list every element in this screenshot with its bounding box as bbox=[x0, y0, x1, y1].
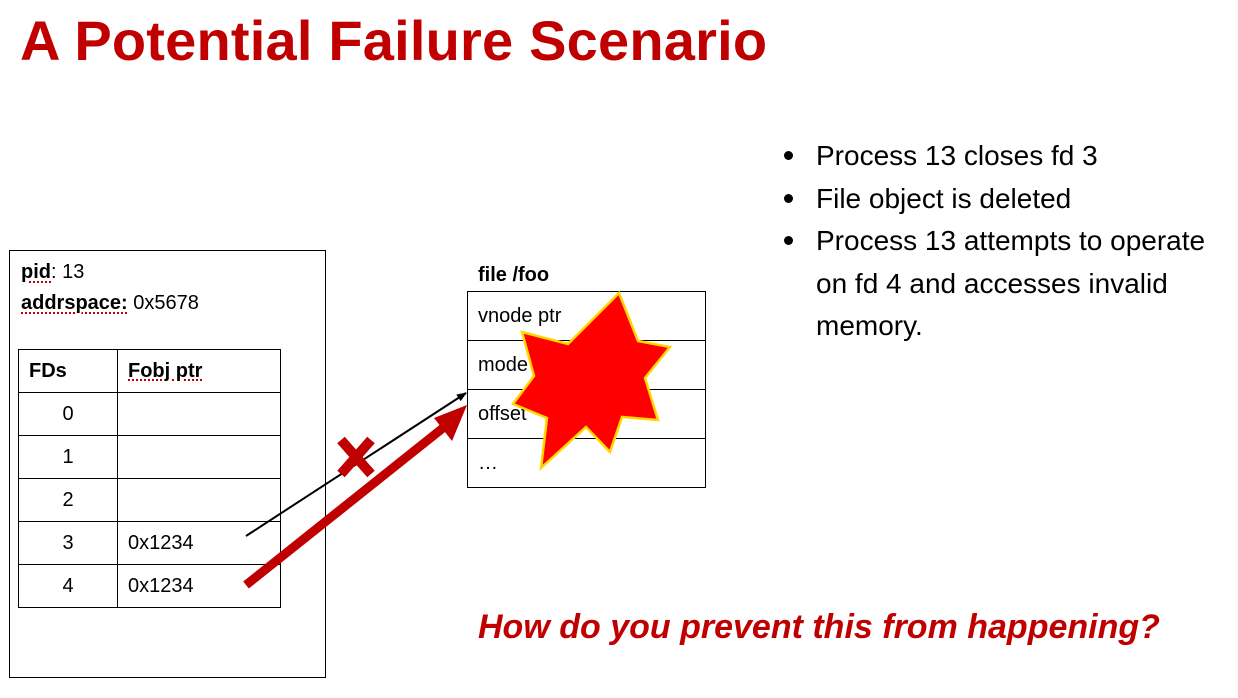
fd4-arrowhead bbox=[434, 405, 467, 441]
question-text: How do you prevent this from happening? bbox=[478, 608, 1160, 646]
fd-pointer bbox=[117, 392, 281, 436]
fd-number: 1 bbox=[18, 435, 118, 479]
file-field-ellipsis: … bbox=[467, 438, 706, 488]
fd-row: 1 bbox=[18, 435, 281, 479]
fd-number: 0 bbox=[18, 392, 118, 436]
fd-header-fobj-ptr: Fobj ptr bbox=[117, 349, 281, 393]
fd-pointer: 0x1234 bbox=[117, 521, 281, 565]
fd-number: 2 bbox=[18, 478, 118, 522]
fd-row: 4 0x1234 bbox=[18, 564, 281, 608]
explosion-icon bbox=[511, 290, 673, 472]
bullet-list: Process 13 closes fd 3 File object is de… bbox=[782, 135, 1232, 348]
pid-label: pid bbox=[21, 261, 51, 283]
bullet-item: Process 13 attempts to operate on fd 4 a… bbox=[782, 220, 1232, 348]
addrspace-label: addrspace: bbox=[21, 292, 128, 314]
fd-row: 2 bbox=[18, 478, 281, 522]
bullet-item: Process 13 closes fd 3 bbox=[782, 135, 1232, 178]
bullet-item: File object is deleted bbox=[782, 178, 1232, 221]
pid-line: pid: 13 bbox=[21, 261, 84, 284]
file-object-label: file /foo bbox=[478, 264, 550, 286]
fd-table: FDs Fobj ptr 0 1 2 3 0x1234 4 0x1234 bbox=[18, 349, 281, 608]
fd4-pointer-arrow bbox=[243, 420, 451, 589]
addrspace-value: 0x5678 bbox=[127, 292, 199, 314]
fd-header-fds: FDs bbox=[18, 349, 118, 393]
fd-table-header: FDs Fobj ptr bbox=[18, 349, 281, 393]
deleted-x-icon bbox=[337, 436, 375, 478]
fd-pointer: 0x1234 bbox=[117, 564, 281, 608]
addrspace-line: addrspace: 0x5678 bbox=[21, 292, 199, 315]
pid-value: : 13 bbox=[51, 261, 85, 283]
slide-title: A Potential Failure Scenario bbox=[20, 9, 768, 72]
fd-row: 0 bbox=[18, 392, 281, 436]
process-control-block: pid: 13 addrspace: 0x5678 FDs Fobj ptr 0… bbox=[9, 250, 326, 678]
fd-row: 3 0x1234 bbox=[18, 521, 281, 565]
fd-pointer bbox=[117, 478, 281, 522]
fd-pointer bbox=[117, 435, 281, 479]
